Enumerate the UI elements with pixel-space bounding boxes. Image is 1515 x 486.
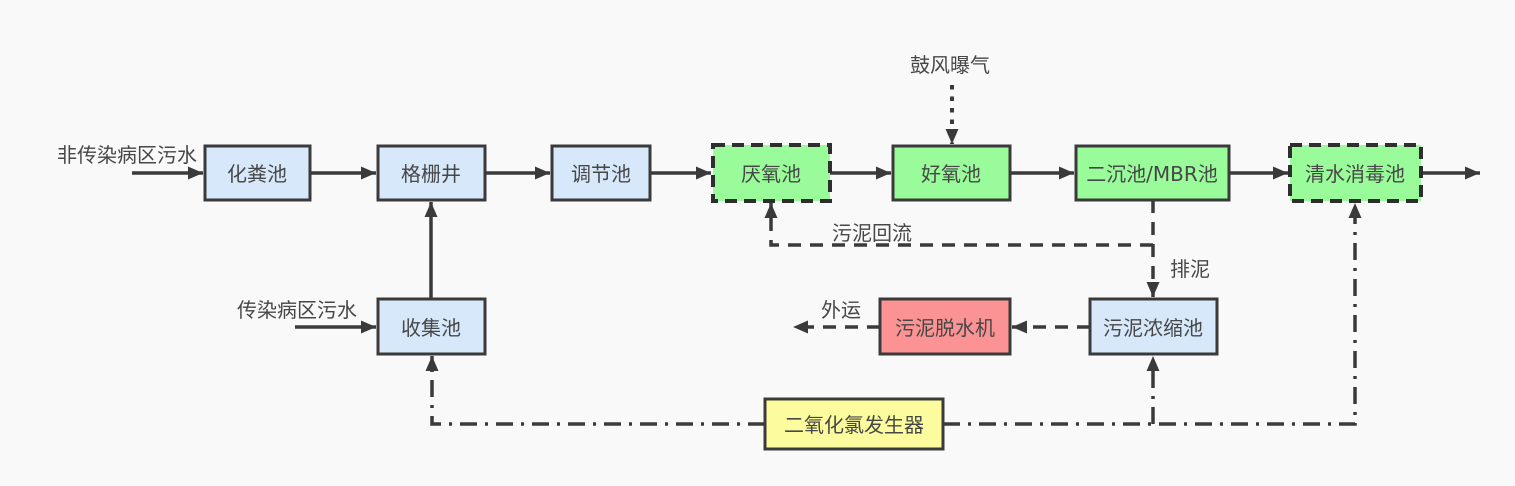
anaerobic-tank-label: 厌氧池	[741, 162, 801, 186]
outbound-label: 外运	[821, 298, 861, 322]
secondary-mbr-tank-box	[1074, 144, 1231, 202]
sludge-return-label: 污泥回流	[832, 221, 912, 245]
clean-water-disinfection-tank-label: 清水消毒池	[1305, 162, 1405, 186]
regulating-tank-box	[550, 144, 652, 202]
node-secondary-mbr-tank: 二沉池/MBR池	[1074, 144, 1231, 202]
sludge-thickening-tank-box	[1088, 297, 1219, 356]
blower-aeration-label: 鼓风曝气	[910, 53, 990, 77]
edge-clo2-to-disinfection	[943, 203, 1362, 426]
non-infectious-inflow-label: 非传染病区污水	[57, 143, 197, 167]
edge-sludge-return	[764, 203, 1153, 247]
aerobic-tank-label: 好氧池	[921, 162, 981, 186]
chlorine-dioxide-generator-box	[763, 397, 945, 451]
node-chlorine-dioxide-generator: 二氧化氯发生器	[763, 397, 945, 451]
collection-tank-box	[376, 297, 487, 356]
anaerobic-tank-box	[711, 143, 832, 203]
sludge-thickening-tank-label: 污泥浓缩池	[1103, 316, 1203, 340]
node-clean-water-disinfection-tank: 清水消毒池	[1288, 143, 1423, 203]
node-regulating-tank: 调节池	[550, 144, 652, 202]
node-septic-tank: 化粪池	[203, 144, 312, 202]
septic-tank-label: 化粪池	[227, 162, 287, 186]
regulating-tank-label: 调节池	[571, 162, 631, 186]
node-anaerobic-tank: 厌氧池	[711, 143, 832, 203]
infectious-inflow-label: 传染病区污水	[237, 298, 357, 322]
aerobic-tank-box	[891, 144, 1012, 202]
septic-tank-box	[203, 144, 312, 202]
collection-tank-label: 收集池	[401, 316, 461, 340]
node-collection-tank: 收集池	[376, 297, 487, 356]
chlorine-dioxide-generator-label: 二氧化氯发生器	[784, 413, 924, 437]
node-grating-well: 格栅井	[376, 144, 487, 202]
edge-clo2-to-collection	[425, 356, 765, 426]
grating-well-label: 格栅井	[401, 162, 461, 186]
secondary-mbr-tank-label: 二沉池/MBR池	[1086, 162, 1218, 186]
node-aerobic-tank: 好氧池	[891, 144, 1012, 202]
grating-well-box	[376, 144, 487, 202]
sludge-dewatering-machine-box	[878, 297, 1012, 356]
node-sludge-dewatering-machine: 污泥脱水机	[878, 297, 1012, 356]
sludge-dewatering-machine-label: 污泥脱水机	[895, 316, 995, 340]
sludge-discharge-label: 排泥	[1170, 257, 1210, 281]
node-sludge-thickening-tank: 污泥浓缩池	[1088, 297, 1219, 356]
clean-water-disinfection-tank-box	[1288, 143, 1423, 203]
